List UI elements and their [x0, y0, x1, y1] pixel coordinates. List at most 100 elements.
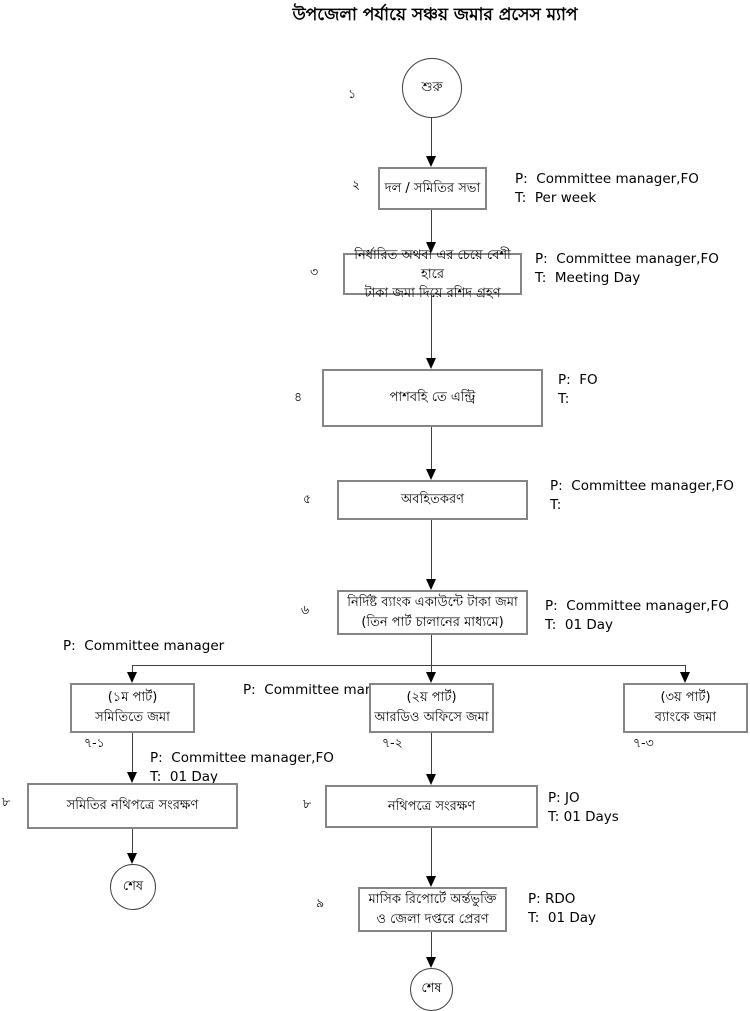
flow-box-part3: (৩য় পার্ট) ব্যাংকে জমা: [623, 683, 748, 733]
arrowhead-part1-samity-records: [127, 772, 137, 783]
step-number-8-left: ৮: [2, 794, 11, 809]
annotation-branch-left: P: Committee manager: [63, 637, 224, 656]
flow-box-deposit-receipt-line2: টাকা জমা দিয়ে রশিদ গ্রহণ: [364, 285, 501, 301]
flow-box-monthly-report-line2: ও জেলা দপ্তরে প্রেরণ: [376, 911, 489, 927]
end-terminator-left-label: শেষ: [122, 878, 144, 894]
flow-box-monthly-report: মাসিক রিপোর্টে অর্ন্তভুক্তি ও জেলা দপ্তর…: [358, 887, 507, 932]
flow-box-deposit-receipt: নির্ধারিত অথবা এর চেয়ে বেশী হারে টাকা জ…: [343, 248, 522, 301]
annotation-step9-time: T: 01 Day: [528, 910, 597, 926]
step-number-7-2: ৭-২: [382, 735, 403, 750]
connector-deposit-passbook: [431, 295, 432, 359]
end-terminator-bottom-label: শেষ: [421, 981, 442, 996]
arrowhead-deposit-passbook: [426, 358, 436, 369]
annotation-step4: P: FO T:: [558, 371, 598, 409]
arrowhead-meeting-deposit: [426, 242, 436, 253]
annotation-step3-person: P: Committee manager,FO: [535, 251, 719, 267]
step-number-9: ৯: [316, 895, 325, 910]
connector-notification-bank: [431, 520, 432, 580]
connector-part1-samity-records: [132, 733, 133, 773]
arrowhead-samity-records-end: [127, 853, 137, 864]
connector-start-meeting: [431, 118, 432, 157]
flow-box-part1-line2: সমিতিতে জমা: [95, 710, 170, 725]
flow-box-passbook-entry-label: পাশবহি তে এন্ট্রি: [389, 390, 476, 405]
annotation-step4-time: T:: [558, 391, 570, 407]
flow-box-meeting: দল / সমিতির সভা: [378, 167, 487, 210]
arrowhead-start-meeting: [426, 156, 436, 167]
annotation-step8-mid-time: T: 01 Days: [548, 809, 619, 825]
step-number-4: ৪: [294, 389, 303, 404]
annotation-step8-mid: P: JO T: 01 Days: [548, 789, 619, 827]
annotation-step6: P: Committee manager,FO T: 01 Day: [545, 597, 729, 635]
annotation-step2-time: T: Per week: [515, 190, 597, 206]
annotation-step9-person: P: RDO: [528, 891, 576, 907]
connector-bank-branch: [431, 635, 432, 672]
connector-records-report: [431, 828, 432, 877]
connector-samity-records-end: [132, 829, 133, 854]
connector-branch-part1: [132, 665, 133, 673]
step-number-7-1: ৭-১: [84, 735, 105, 750]
step-number-1: ১: [348, 86, 357, 101]
flow-box-part3-line2: ব্যাংকে জমা: [654, 710, 717, 725]
step-number-7-3: ৭-৩: [633, 735, 654, 750]
end-terminator-left: শেষ: [110, 864, 156, 910]
flow-box-records-label: নথিপত্রে সংরক্ষণ: [387, 798, 476, 814]
annotation-step5-person: P: Committee manager,FO: [550, 478, 734, 494]
annotation-step3: P: Committee manager,FO T: Meeting Day: [535, 250, 719, 288]
annotation-step6-person: P: Committee manager,FO: [545, 598, 729, 614]
annotation-step6-time: T: 01 Day: [545, 617, 614, 633]
annotation-step2-person: P: Committee manager,FO: [515, 171, 699, 187]
arrowhead-branch-part2: [426, 672, 436, 683]
annotation-step8-mid-person: P: JO: [548, 790, 580, 806]
annotation-step8-left-time: T: 01 Day: [150, 769, 219, 785]
annotation-branch-left-person: P: Committee manager: [63, 638, 225, 654]
flow-box-bank-deposit: নির্দিষ্ট ব্যাংক একাউন্টে টাকা জমা (তিন …: [337, 590, 528, 635]
branch-horizontal-line: [132, 665, 686, 666]
flow-box-bank-deposit-line2: (তিন পার্ট চালানের মাধ্যমে): [361, 614, 504, 630]
step-number-2: ২: [352, 177, 361, 192]
flow-box-records: নথিপত্রে সংরক্ষণ: [325, 785, 538, 828]
arrowhead-part2-records: [426, 774, 436, 785]
flow-box-notification: অবহিতকরণ: [337, 480, 528, 520]
flow-box-bank-deposit-line1: নির্দিষ্ট ব্যাংক একাউন্টে টাকা জমা: [347, 594, 518, 610]
flow-box-samity-records: সমিতির নথিপত্রে সংরক্ষণ: [27, 783, 238, 829]
end-terminator-bottom: শেষ: [410, 968, 453, 1011]
annotation-step8-left-person: P: Committee manager,FO: [150, 750, 334, 766]
flow-box-part2: (২য় পার্ট) আরডিও অফিসে জমা: [369, 683, 494, 733]
step-number-5: ৫: [303, 491, 312, 506]
annotation-step9: P: RDO T: 01 Day: [528, 890, 596, 928]
start-terminator: শুরু: [402, 58, 462, 118]
arrowhead-branch-part3: [680, 672, 690, 683]
flow-box-meeting-label: দল / সমিতির সভা: [384, 180, 481, 196]
connector-part2-records: [431, 733, 432, 775]
annotation-step3-time: T: Meeting Day: [535, 270, 641, 286]
arrowhead-records-report: [426, 876, 436, 887]
flow-box-notification-label: অবহিতকরণ: [401, 492, 464, 507]
connector-branch-part3: [685, 665, 686, 673]
step-number-8-mid: ৮: [303, 796, 312, 811]
arrowhead-notification-bank: [426, 579, 436, 590]
connector-report-end: [431, 932, 432, 958]
connector-passbook-notification: [431, 427, 432, 470]
annotation-step4-person: P: FO: [558, 372, 598, 388]
flow-box-part3-line1: (৩য় পার্ট): [660, 690, 711, 705]
annotation-step2: P: Committee manager,FO T: Per week: [515, 170, 699, 208]
flow-box-deposit-receipt-line1: নির্ধারিত অথবা এর চেয়ে বেশী হারে: [354, 247, 511, 282]
connector-meeting-deposit: [431, 210, 432, 243]
flow-box-part2-line1: (২য় পার্ট): [406, 690, 457, 705]
step-number-6: ৬: [301, 602, 310, 617]
flow-box-passbook-entry: পাশবহি তে এন্ট্রি: [322, 369, 543, 427]
flow-box-part2-line2: আরডিও অফিসে জমা: [374, 710, 489, 725]
step-number-3: ৩: [310, 264, 319, 279]
arrowhead-passbook-notification: [426, 469, 436, 480]
start-terminator-label: শুরু: [421, 79, 443, 95]
flow-box-samity-records-label: সমিতির নথিপত্রে সংরক্ষণ: [66, 798, 199, 813]
arrowhead-report-end: [426, 957, 436, 968]
flow-box-part1-line1: (১ম পার্ট): [107, 690, 158, 705]
flow-box-part1: (১ম পার্ট) সমিতিতে জমা: [70, 683, 195, 733]
annotation-step5-time: T:: [550, 497, 562, 513]
annotation-step8-left: P: Committee manager,FO T: 01 Day: [150, 749, 334, 787]
flow-box-monthly-report-line1: মাসিক রিপোর্টে অর্ন্তভুক্তি: [368, 891, 497, 907]
arrowhead-branch-part1: [127, 672, 137, 683]
annotation-step5: P: Committee manager,FO T:: [550, 477, 734, 515]
